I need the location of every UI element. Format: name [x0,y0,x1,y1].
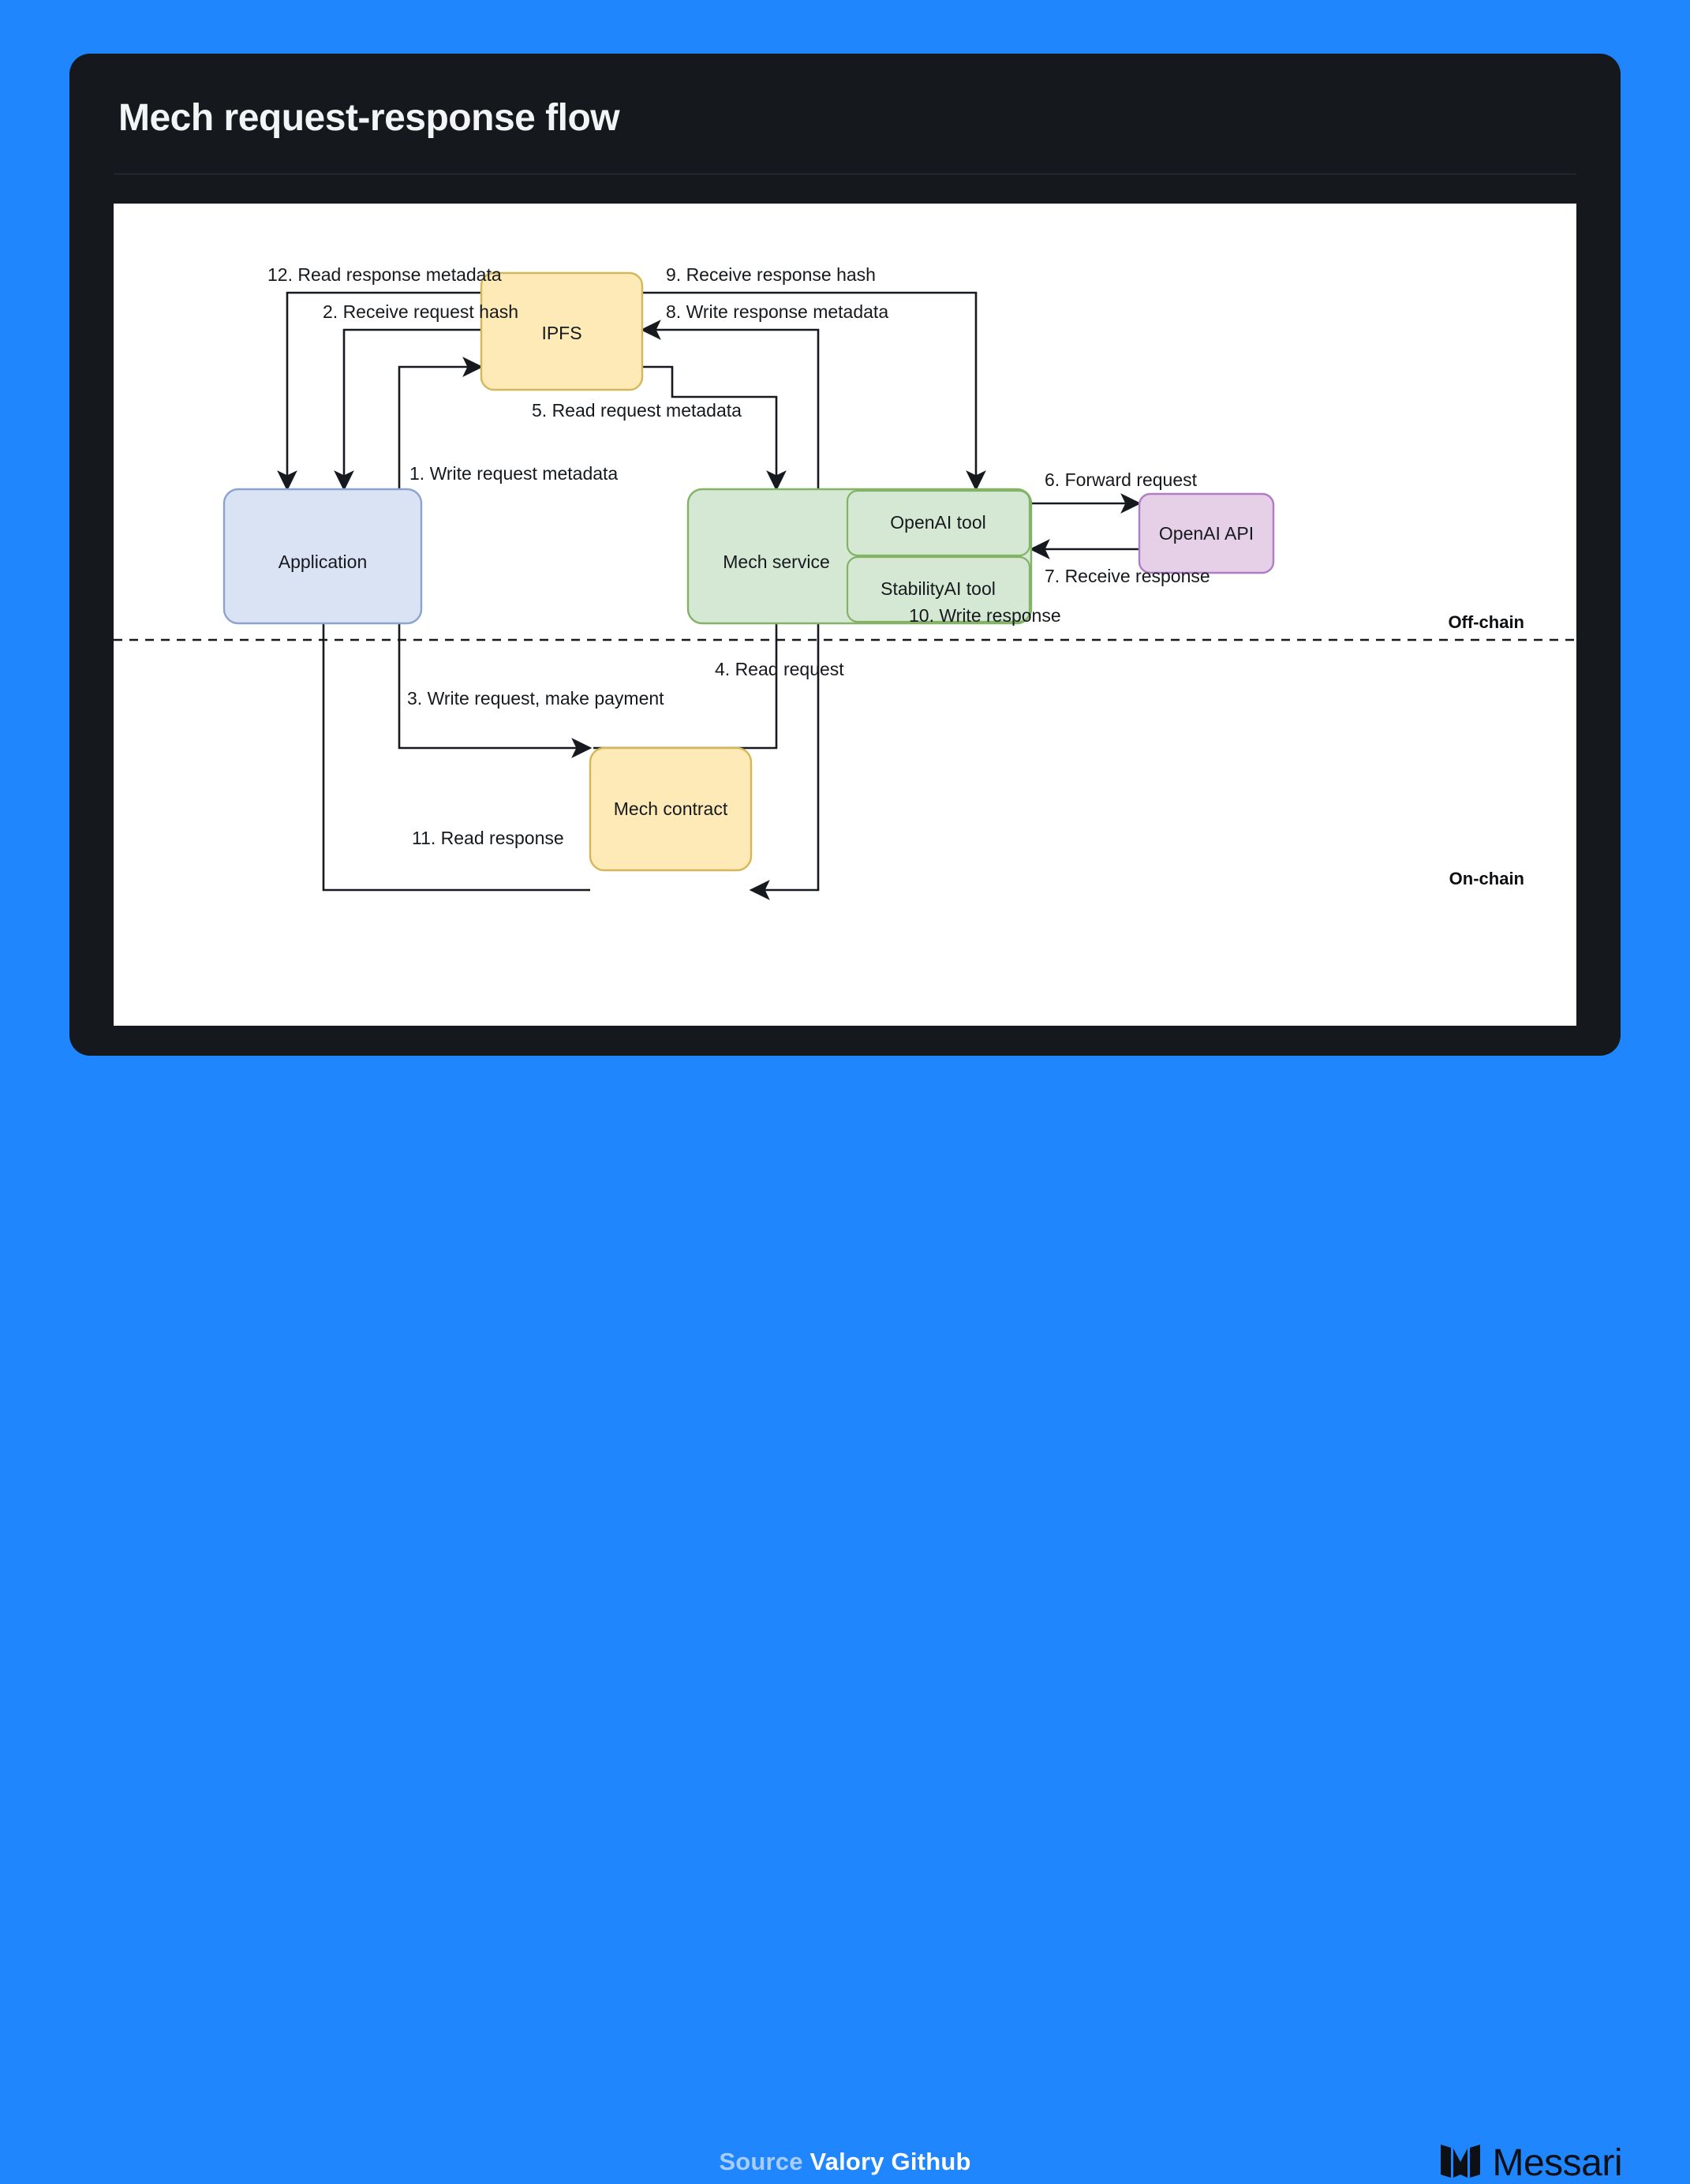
edge-label-12: 12. Read response metadata [267,264,502,285]
brand-lockup: Messari [1440,2143,1622,2183]
node-openai-api[interactable]: OpenAI API [1138,492,1275,574]
edge-9-receive-response-hash [639,291,986,492]
node-openai-tool[interactable]: OpenAI tool [846,489,1031,557]
node-mech-contract-label: Mech contract [614,798,728,819]
source-prefix: Source [719,2148,803,2175]
node-ipfs-label: IPFS [541,323,581,343]
messari-m-icon [1440,2143,1481,2183]
node-application[interactable]: Application [222,488,423,625]
edge-2-receive-request-hash [334,328,481,492]
zone-label-on-chain: On-chain [1449,869,1524,888]
node-stabilityai-tool-label: StabilityAI tool [881,578,996,599]
edge-1-write-request-metadata [398,357,484,489]
node-openai-tool-label: OpenAI tool [890,512,985,533]
edge-label-10: 10. Write response [909,605,1061,626]
diagram-canvas: IPFS Application Mech service OpenAI too… [114,204,1576,1026]
edge-label-5: 5. Read request metadata [532,400,742,421]
edge-label-3: 3. Write request, make payment [407,688,664,709]
source-attribution: Source Valory Github [0,2148,1690,2176]
edge-label-11: 11. Read response [412,828,564,848]
edge-label-6: 6. Forward request [1045,469,1198,490]
edge-label-7: 7. Receive response [1045,566,1210,586]
edge-11-read-response [313,589,590,892]
flow-diagram: IPFS Application Mech service OpenAI too… [114,264,1576,900]
edge-label-1: 1. Write request metadata [409,463,618,484]
node-application-label: Application [279,552,368,572]
source-name: Valory Github [809,2148,971,2175]
infographic-card: Mech request-response flow [69,54,1621,1056]
node-mech-contract[interactable]: Mech contract [589,746,753,872]
edge-5-read-request-metadata [639,365,787,492]
node-ipfs[interactable]: IPFS [480,271,644,391]
footer-bar: Source Valory Github Messari [0,1073,1690,2182]
edge-label-4: 4. Read request [715,659,844,679]
edge-label-9: 9. Receive response hash [666,264,876,285]
node-stabilityai-tool[interactable]: StabilityAI tool [846,555,1031,623]
node-mech-service-label: Mech service [723,552,829,572]
edge-label-2: 2. Receive request hash [323,301,518,322]
zone-label-off-chain: Off-chain [1448,612,1524,632]
edge-3-write-request-make-payment [398,590,593,758]
page-title: Mech request-response flow [118,97,620,139]
edge-10-write-response [749,594,820,900]
edge-8-write-response-metadata [640,320,820,489]
edge-label-8: 8. Write response metadata [666,301,888,322]
node-openai-api-label: OpenAI API [1159,523,1254,544]
brand-wordmark: Messari [1492,2141,1622,2184]
edge-12-read-response-metadata [277,291,481,492]
